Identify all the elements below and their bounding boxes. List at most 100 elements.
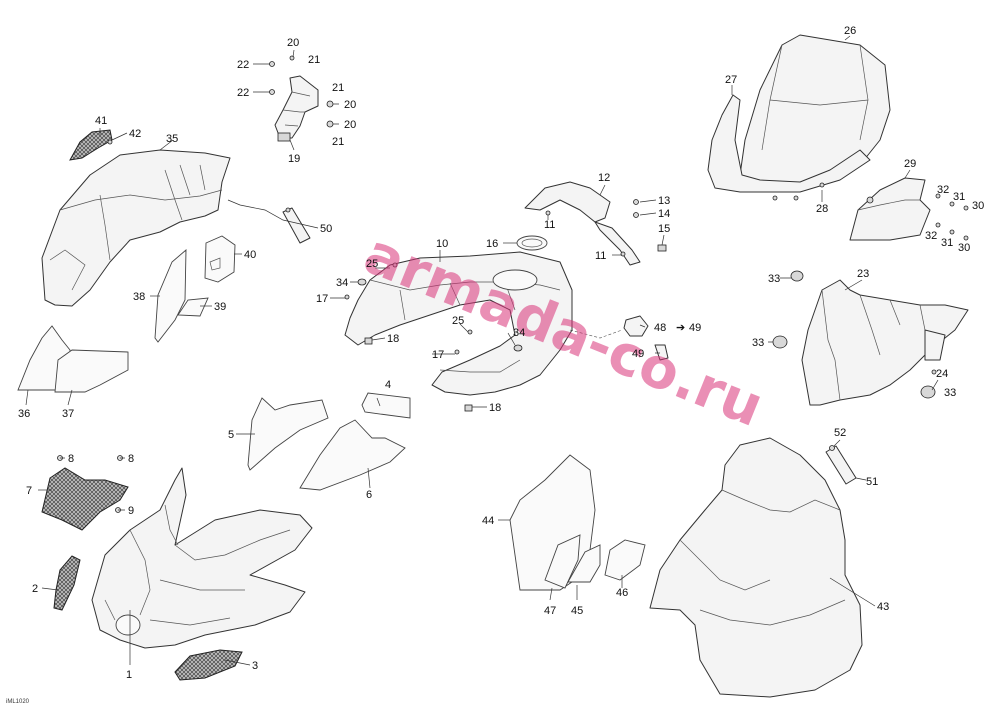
callout-14: 14 [658, 208, 670, 220]
lower-grille[interactable] [174, 649, 243, 681]
callout-labels: 1 2 3 4 5 6 7 8 8 9 10 11 11 12 13 14 15… [18, 25, 984, 681]
hardware-30-32[interactable] [935, 193, 969, 241]
figure-reference: iML1020 [6, 699, 30, 705]
callout-47: 47 [544, 605, 556, 617]
handle-50[interactable] [282, 207, 311, 244]
callout-43: 43 [877, 601, 889, 613]
left-grille[interactable] [53, 555, 81, 611]
callout-34-bottom: 34 [513, 327, 525, 339]
side-panel-43[interactable] [649, 437, 863, 698]
decal-36-37[interactable] [17, 325, 129, 393]
callout-19: 19 [288, 153, 300, 165]
callout-31-top: 31 [953, 191, 965, 203]
callout-39: 39 [214, 301, 226, 313]
clip-42[interactable] [107, 139, 113, 145]
decal-38[interactable] [154, 249, 187, 343]
callout-11-bottom: 11 [595, 250, 606, 262]
hardware-28[interactable] [772, 182, 825, 201]
fasteners-20-22[interactable] [269, 55, 334, 128]
callout-20-mid: 20 [344, 99, 356, 111]
side-vent-41[interactable] [69, 129, 113, 161]
callout-48: 48 [654, 322, 666, 334]
callout-8-right: 8 [128, 453, 134, 465]
callout-15: 15 [658, 223, 670, 235]
decal-6[interactable] [299, 419, 406, 491]
callout-45: 45 [571, 605, 583, 617]
callout-17-top: 17 [316, 293, 328, 305]
decal-5[interactable] [247, 397, 329, 471]
callout-38: 38 [133, 291, 145, 303]
windshield-26[interactable] [739, 34, 891, 187]
callout-18-top: 18 [387, 333, 399, 345]
headlight-support-23[interactable] [801, 279, 969, 406]
headlight-housing-19[interactable] [274, 75, 319, 142]
callout-33-right: 33 [944, 387, 956, 399]
callout-24: 24 [936, 368, 948, 380]
handle-51[interactable] [825, 445, 857, 485]
callout-27: 27 [725, 74, 737, 86]
callout-25-top: 25 [366, 258, 378, 270]
rubber-33[interactable] [772, 270, 937, 399]
callout-51: 51 [866, 476, 878, 488]
callout-13: 13 [658, 195, 670, 207]
decals-44-47[interactable] [509, 454, 646, 591]
callout-23: 23 [857, 268, 869, 280]
callout-17-bottom: 17 [432, 349, 444, 361]
callout-30-top: 30 [972, 200, 984, 212]
callout-37: 37 [62, 408, 74, 420]
callout-12: 12 [598, 172, 610, 184]
callout-9: 9 [128, 505, 134, 517]
callout-48-arrow: ➔ [676, 322, 685, 334]
front-fascia[interactable] [91, 467, 313, 649]
callout-11-top: 11 [544, 219, 555, 231]
callout-31-bottom: 31 [941, 237, 953, 249]
bracket-12[interactable] [524, 181, 641, 266]
callout-41: 41 [95, 115, 107, 127]
hardware-18-25-34[interactable] [357, 262, 523, 412]
callout-40: 40 [244, 249, 256, 261]
decal-40[interactable] [204, 235, 236, 283]
callout-21-top: 21 [308, 54, 320, 66]
callout-5: 5 [228, 429, 234, 441]
callout-42: 42 [129, 128, 141, 140]
latch-48-49[interactable] [623, 315, 669, 361]
callout-21-mid: 21 [332, 82, 344, 94]
callout-52: 52 [834, 427, 846, 439]
callout-22-top: 22 [237, 59, 249, 71]
gasket-16[interactable] [516, 235, 548, 251]
callout-4: 4 [385, 379, 391, 391]
decal-39[interactable] [177, 297, 209, 317]
callout-21-bottom: 21 [332, 136, 344, 148]
callout-25-bottom: 25 [452, 315, 464, 327]
callout-50: 50 [320, 223, 332, 235]
callout-30-bottom: 30 [958, 242, 970, 254]
callout-1: 1 [126, 669, 132, 681]
center-cowl-10[interactable] [344, 251, 573, 396]
callout-33-top: 33 [768, 273, 780, 285]
callout-8-left: 8 [68, 453, 74, 465]
watermark: armada-co.ru [355, 221, 772, 440]
callout-36: 36 [18, 408, 30, 420]
upper-grille[interactable] [41, 467, 129, 531]
windshield-trim-27[interactable] [707, 94, 871, 193]
callout-49-left: 49 [632, 348, 644, 360]
side-panel-35[interactable] [41, 149, 231, 307]
callout-3: 3 [252, 660, 258, 672]
callout-6: 6 [366, 489, 372, 501]
callout-32-top: 32 [937, 184, 949, 196]
deflector-29[interactable] [849, 177, 931, 241]
callout-7: 7 [26, 485, 32, 497]
decal-4[interactable] [361, 392, 411, 419]
callout-20-bottom: 20 [344, 119, 356, 131]
callout-16: 16 [486, 238, 498, 250]
callout-28: 28 [816, 203, 828, 215]
callout-22-bottom: 22 [237, 87, 249, 99]
callout-49-right: 49 [689, 322, 701, 334]
callout-2: 2 [32, 583, 38, 595]
callout-34-top: 34 [336, 277, 348, 289]
callout-33-left: 33 [752, 337, 764, 349]
callout-35: 35 [166, 133, 178, 145]
callout-46: 46 [616, 587, 628, 599]
callout-44: 44 [482, 515, 494, 527]
